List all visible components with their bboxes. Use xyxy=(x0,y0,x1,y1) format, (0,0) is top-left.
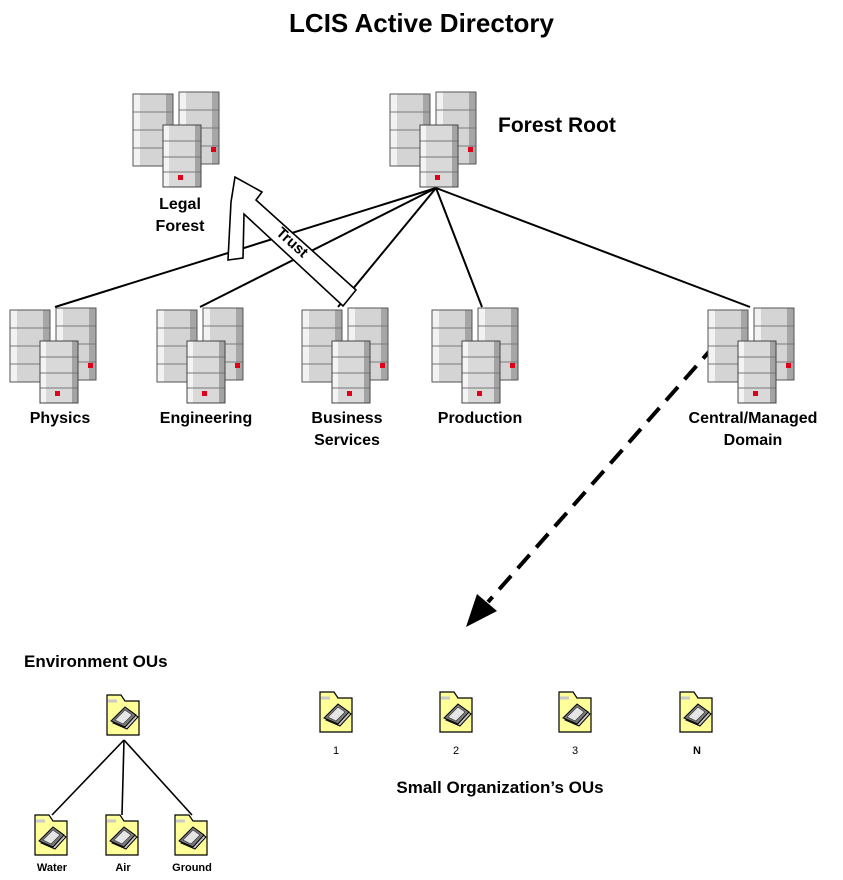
domain-label-business-services: Business Services xyxy=(287,408,407,452)
domain-label-line2: Domain xyxy=(723,432,783,449)
small-ou-2-folder-icon xyxy=(438,690,474,734)
small-ou-n-folder-icon xyxy=(678,690,714,734)
small-ou-label-1: 1 xyxy=(332,745,340,757)
domain-label-central-managed: Central/Managed Domain xyxy=(668,408,838,452)
domain-label-line1: Central/Managed xyxy=(688,410,818,427)
domain-label-line1: Production xyxy=(437,410,523,427)
legal-forest-server-icon xyxy=(133,92,219,187)
forest-root-label: Forest Root xyxy=(498,114,616,137)
link-root-business-services xyxy=(337,187,437,308)
legal-forest-label: Legal Forest xyxy=(130,194,230,238)
small-ou-label-n: N xyxy=(693,745,701,757)
link-root-physics xyxy=(54,187,437,308)
link-root-central-domain xyxy=(435,187,751,308)
legal-forest-label-line2: Forest xyxy=(155,218,205,235)
domain-label-engineering: Engineering xyxy=(136,408,276,430)
ou-label-water: Water xyxy=(36,862,68,874)
trust-arrow xyxy=(227,175,358,308)
central-managed-domain-server-icon xyxy=(708,308,794,403)
domain-label-production: Production xyxy=(415,408,545,430)
engineering-server-icon xyxy=(157,308,243,403)
domain-label-line1: Physics xyxy=(29,410,91,427)
domain-label-line1: Engineering xyxy=(159,410,253,427)
ou-label-ground: Ground xyxy=(172,862,212,874)
link-root-production xyxy=(435,187,483,308)
environment-ous-title: Environment OUs xyxy=(24,652,168,671)
delegation-arrow xyxy=(466,343,717,627)
domain-label-line2: Services xyxy=(314,432,380,449)
small-ou-1-folder-icon xyxy=(318,690,354,734)
small-org-ous-title: Small Organization’s OUs xyxy=(396,778,604,797)
small-ou-3-folder-icon xyxy=(557,690,593,734)
legal-forest-label-line1: Legal xyxy=(159,196,201,213)
production-server-icon xyxy=(432,308,518,403)
small-ou-label-2: 2 xyxy=(452,745,460,757)
air-ou-folder-icon xyxy=(104,813,140,857)
ou-tree-lines xyxy=(51,739,193,816)
ou-label-air: Air xyxy=(115,862,131,874)
page-title: LCIS Active Directory xyxy=(289,8,554,38)
environment-ou-folder-icon xyxy=(105,693,141,737)
domain-label-physics: Physics xyxy=(0,408,120,430)
link-root-engineering xyxy=(199,187,437,308)
physics-server-icon xyxy=(10,308,96,403)
forest-root-server-icon xyxy=(390,92,476,187)
ground-ou-folder-icon xyxy=(173,813,209,857)
business-services-server-icon xyxy=(302,308,388,403)
water-ou-folder-icon xyxy=(33,813,69,857)
connector-lines xyxy=(54,187,751,308)
domain-label-line1: Business xyxy=(311,410,383,427)
small-ou-label-3: 3 xyxy=(571,745,579,757)
